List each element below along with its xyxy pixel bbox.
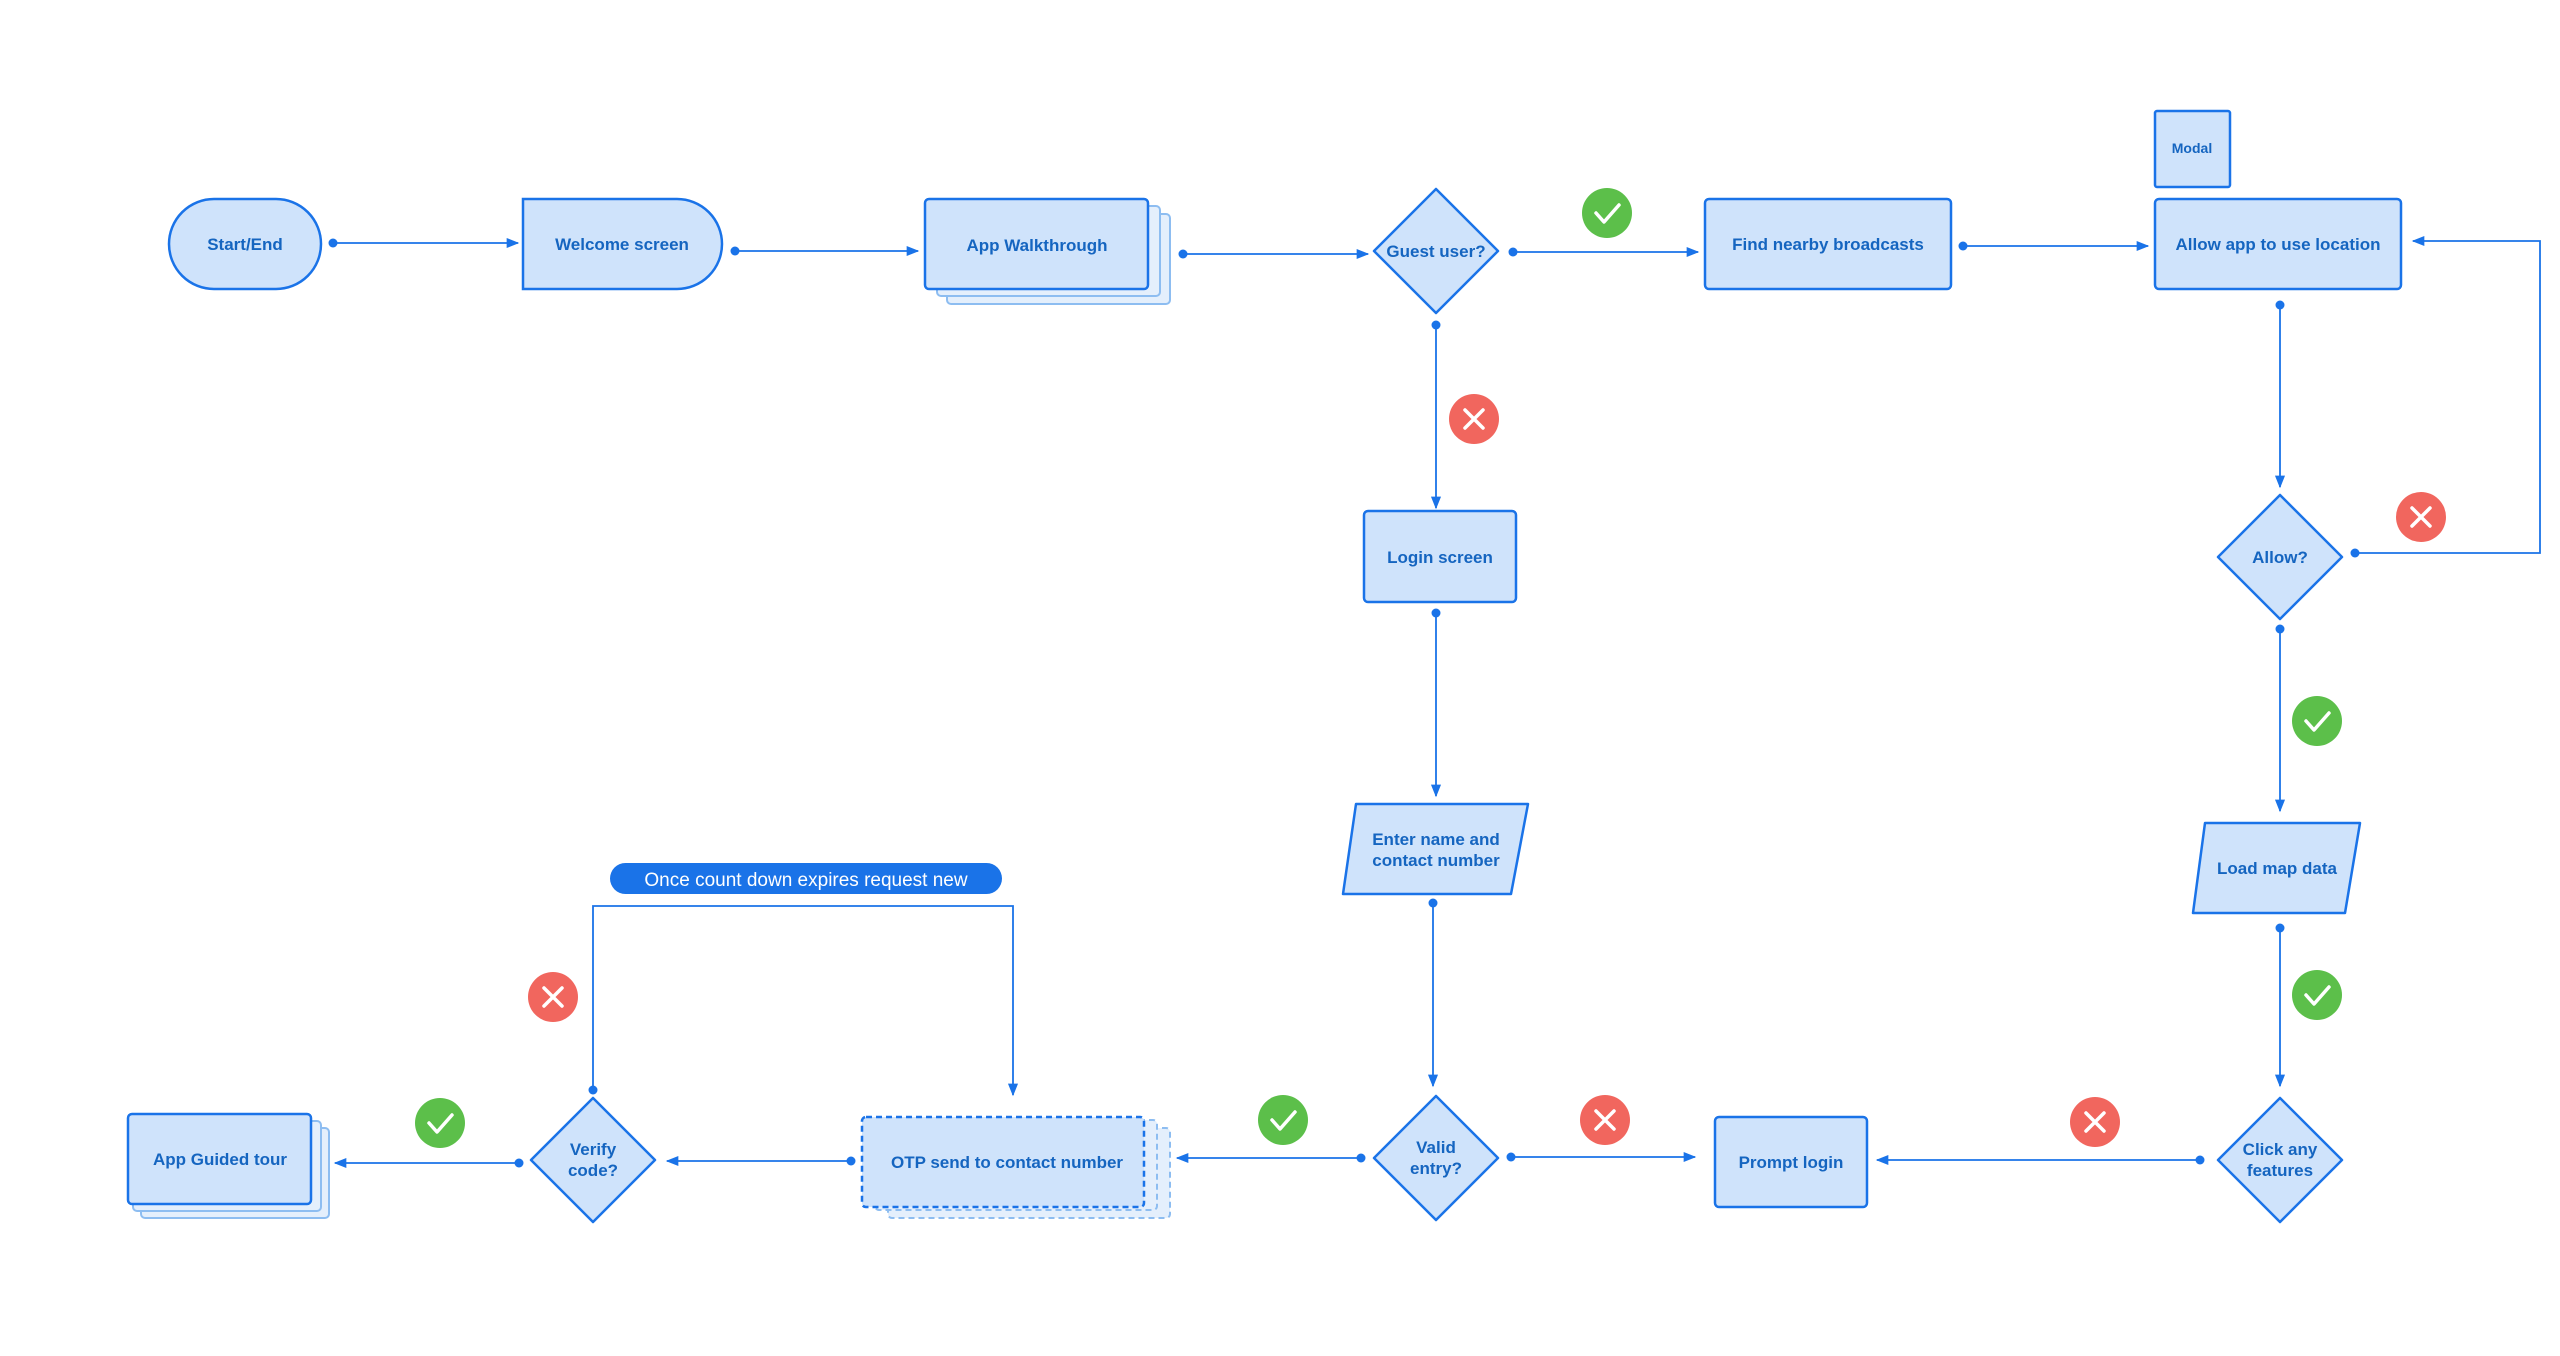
node-login-screen[interactable]: Login screen [1362,509,1518,604]
modal-tag: Modal [2153,109,2232,189]
node-label-line1: Verify [570,1140,617,1159]
connector-dots [328,238,2360,1168]
dot [2275,300,2285,310]
node-label-line1: Enter name and [1372,830,1500,849]
modal-label: Modal [2172,140,2212,156]
node-label-line2: entry? [1410,1159,1462,1178]
dot [1958,241,1968,251]
cross-icon [2070,1097,2120,1147]
node-guest-user-decision[interactable]: Guest user? [1372,187,1500,315]
dot [846,1156,856,1166]
cross-icon [528,972,578,1022]
node-label: Load map data [2217,859,2338,878]
node-enter-name-contact[interactable]: Enter name and contact number [1341,802,1530,896]
cross-icon [1449,394,1499,444]
node-label: Login screen [1387,548,1493,567]
banner-label: Once count down expires request new [644,870,967,891]
check-icon [1258,1095,1308,1145]
node-label-line2: features [2247,1161,2313,1180]
dot [1178,249,1188,259]
node-label: Welcome screen [555,235,689,254]
node-label-line1: Click any [2243,1140,2318,1159]
node-click-features-decision[interactable]: Click any features [2216,1096,2344,1224]
connectors [333,235,2541,1169]
cross-icon [2396,492,2446,542]
dot [328,238,338,248]
dot [1431,608,1441,618]
dot [730,246,740,256]
node-label: App Walkthrough [966,236,1107,255]
check-icon [1582,188,1632,238]
dot [2195,1155,2205,1165]
node-label: Find nearby broadcasts [1732,235,1924,254]
node-label: Allow app to use location [2176,235,2381,254]
node-label: Prompt login [1739,1153,1844,1172]
edge-otp-retry-loop [592,905,1019,1097]
node-start-end[interactable]: Start/End [167,197,323,291]
dot [1508,247,1518,257]
node-label-line2: contact number [1372,851,1500,870]
node-label: Start/End [207,235,283,254]
node-label: OTP send to contact number [891,1153,1123,1172]
node-load-map-data[interactable]: Load map data [2191,821,2362,915]
dot [588,1085,598,1095]
node-allow-decision[interactable]: Allow? [2216,493,2344,621]
dot [2350,548,2360,558]
node-otp-send[interactable]: OTP send to contact number [860,1115,1171,1219]
node-label: Allow? [2252,548,2308,567]
countdown-banner: Once count down expires request new [610,863,1002,894]
dot [1356,1153,1366,1163]
node-label: App Guided tour [153,1150,287,1169]
node-verify-code-decision[interactable]: Verify code? [529,1096,657,1224]
dot [2275,624,2285,634]
node-valid-entry-decision[interactable]: Valid entry? [1372,1094,1500,1222]
node-find-nearby-broadcasts[interactable]: Find nearby broadcasts [1703,197,1953,291]
node-welcome-screen[interactable]: Welcome screen [521,197,724,291]
dot [1428,898,1438,908]
node-app-guided-tour[interactable]: App Guided tour [126,1112,330,1219]
node-label: Guest user? [1386,242,1485,261]
node-label-line1: Valid [1416,1138,1456,1157]
cross-icon [1580,1095,1630,1145]
check-icon [415,1098,465,1148]
check-icon [2292,696,2342,746]
dot [1431,320,1441,330]
node-label-line2: code? [568,1161,618,1180]
node-app-walkthrough[interactable]: App Walkthrough [923,197,1171,305]
edge-allow-no-loop [2355,235,2541,554]
dot [2275,923,2285,933]
dot [1506,1152,1516,1162]
node-prompt-login[interactable]: Prompt login [1713,1115,1869,1209]
dot [514,1158,524,1168]
check-icon [2292,970,2342,1020]
node-allow-app-location[interactable]: Allow app to use location [2153,197,2403,291]
